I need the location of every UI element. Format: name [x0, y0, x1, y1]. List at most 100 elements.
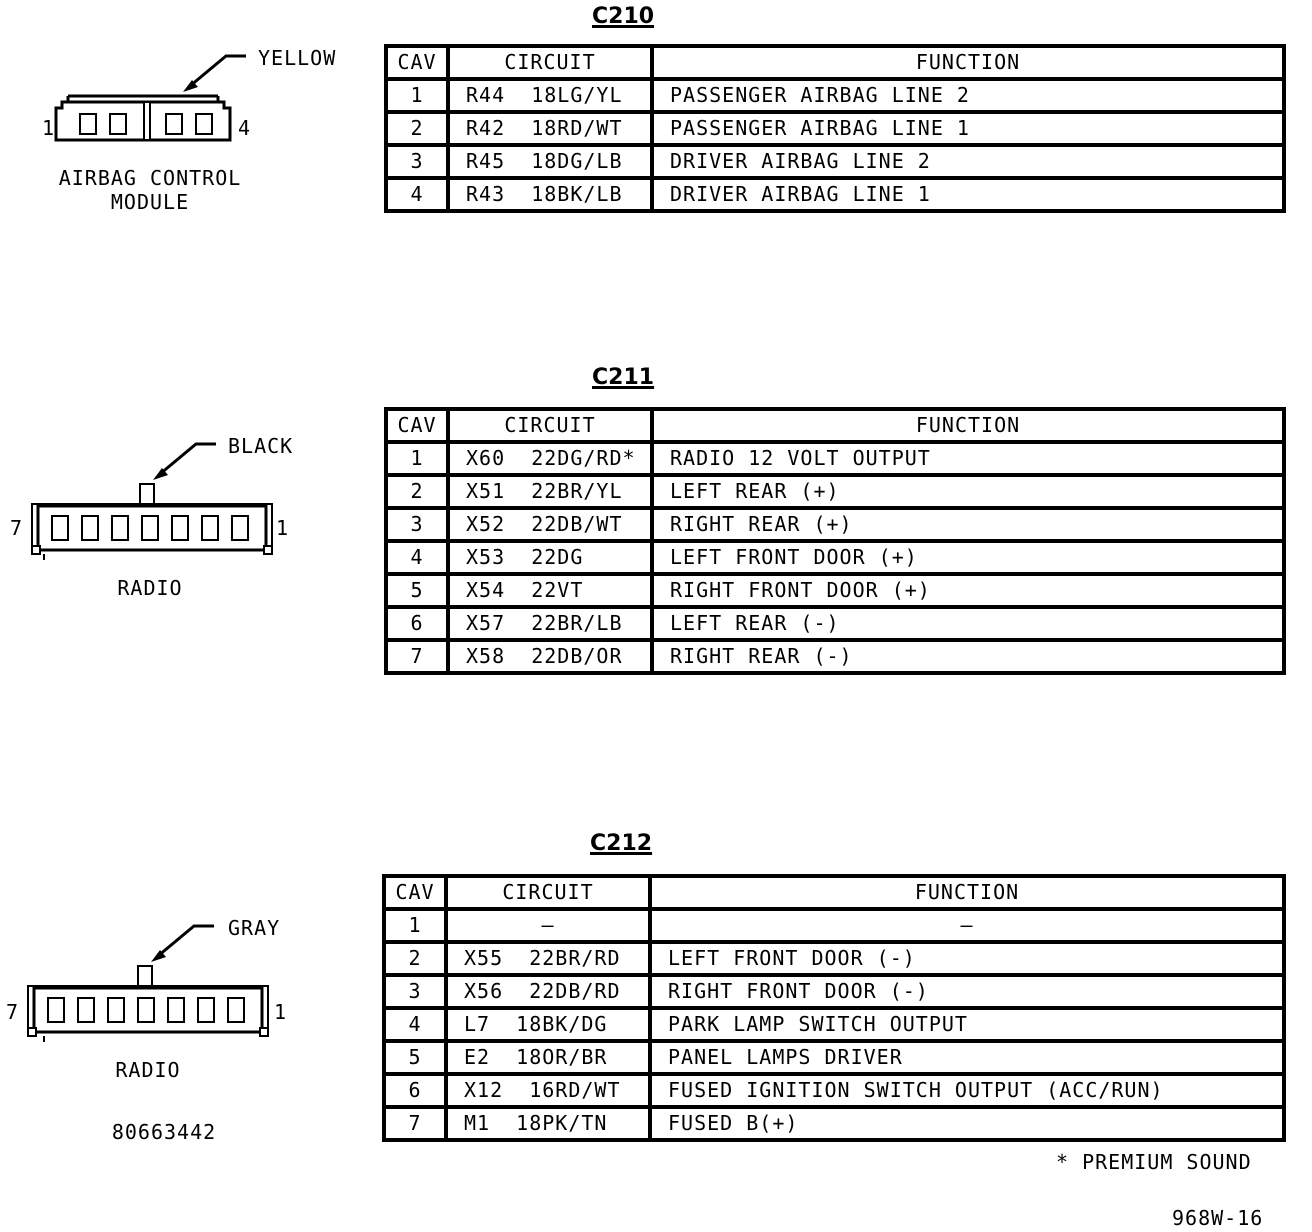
- component-label-c210-line1: AIRBAG CONTROL: [58, 166, 242, 190]
- function-cell: DRIVER AIRBAG LINE 1: [651, 177, 1285, 213]
- pin-number-right-c212: 1: [274, 1000, 288, 1024]
- table-row: 5 E2 18OR/BR PANEL LAMPS DRIVER: [383, 1040, 1285, 1076]
- function-cell: PASSENGER AIRBAG LINE 1: [651, 111, 1285, 147]
- header-cav: CAV: [385, 408, 450, 444]
- pin-number-right-c211: 1: [276, 516, 290, 540]
- cav-cell: 1: [383, 908, 448, 944]
- circuit-cell: R43 18BK/LB: [447, 177, 654, 213]
- connector-icon-c210: [54, 54, 246, 142]
- circuit-cell: X12 16RD/WT: [445, 1073, 652, 1109]
- table-header-row: CAV CIRCUIT FUNCTION: [383, 875, 1285, 911]
- cav-cell: 3: [385, 144, 450, 180]
- table-row: 2 X55 22BR/RD LEFT FRONT DOOR (-): [383, 941, 1285, 977]
- function-cell: PASSENGER AIRBAG LINE 2: [651, 78, 1285, 114]
- cav-cell: 5: [383, 1040, 448, 1076]
- cav-cell: 1: [385, 441, 450, 477]
- cav-cell: 4: [385, 177, 450, 213]
- component-label-c211: RADIO: [117, 576, 183, 600]
- pinout-table-c210: CAV CIRCUIT FUNCTION 1 R44 18LG/YL PASSE…: [384, 44, 1286, 213]
- cav-cell: 7: [385, 639, 450, 675]
- circuit-cell: X52 22DB/WT: [447, 507, 654, 543]
- function-cell: RIGHT REAR (-): [651, 639, 1285, 675]
- function-cell: DRIVER AIRBAG LINE 2: [651, 144, 1285, 180]
- part-number: 80663442: [111, 1120, 217, 1144]
- pinout-table-c212: CAV CIRCUIT FUNCTION 1 – – 2 X55 22BR/RD…: [382, 874, 1286, 1142]
- pin-number-left-c212: 7: [6, 1000, 20, 1024]
- table-row: 6 X57 22BR/LB LEFT REAR (-): [385, 606, 1285, 642]
- circuit-cell: –: [445, 908, 652, 944]
- table-row: 3 X52 22DB/WT RIGHT REAR (+): [385, 507, 1285, 543]
- cav-cell: 6: [385, 606, 450, 642]
- function-cell: FUSED B(+): [649, 1106, 1285, 1142]
- header-circuit: CIRCUIT: [447, 45, 654, 81]
- header-function: FUNCTION: [651, 45, 1285, 81]
- circuit-cell: X51 22BR/YL: [447, 474, 654, 510]
- function-cell: PARK LAMP SWITCH OUTPUT: [649, 1007, 1285, 1043]
- cav-cell: 2: [385, 111, 450, 147]
- connector-icon-c212: [27, 924, 269, 1042]
- function-cell: RIGHT REAR (+): [651, 507, 1285, 543]
- cav-cell: 7: [383, 1106, 448, 1142]
- table-row: 4 L7 18BK/DG PARK LAMP SWITCH OUTPUT: [383, 1007, 1285, 1043]
- table-row: 4 R43 18BK/LB DRIVER AIRBAG LINE 1: [385, 177, 1285, 213]
- table-row: 1 – –: [383, 908, 1285, 944]
- connector-icon-c211: [31, 442, 273, 560]
- circuit-cell: X57 22BR/LB: [447, 606, 654, 642]
- circuit-cell: X56 22DB/RD: [445, 974, 652, 1010]
- circuit-cell: X55 22BR/RD: [445, 941, 652, 977]
- cav-cell: 2: [385, 474, 450, 510]
- function-cell: RIGHT FRONT DOOR (-): [649, 974, 1285, 1010]
- table-row: 7 M1 18PK/TN FUSED B(+): [383, 1106, 1285, 1142]
- function-cell: PANEL LAMPS DRIVER: [649, 1040, 1285, 1076]
- table-header-row: CAV CIRCUIT FUNCTION: [385, 45, 1285, 81]
- pin-number-left-c210: 1: [42, 116, 56, 140]
- cav-cell: 2: [383, 941, 448, 977]
- circuit-cell: E2 18OR/BR: [445, 1040, 652, 1076]
- figure-id: 968W-16: [1172, 1206, 1264, 1230]
- cav-cell: 1: [385, 78, 450, 114]
- table-row: 3 X56 22DB/RD RIGHT FRONT DOOR (-): [383, 974, 1285, 1010]
- table-row: 6 X12 16RD/WT FUSED IGNITION SWITCH OUTP…: [383, 1073, 1285, 1109]
- table-row: 1 X60 22DG/RD* RADIO 12 VOLT OUTPUT: [385, 441, 1285, 477]
- pin-number-right-c210: 4: [238, 116, 252, 140]
- circuit-cell: X58 22DB/OR: [447, 639, 654, 675]
- circuit-cell: R45 18DG/LB: [447, 144, 654, 180]
- table-row: 1 R44 18LG/YL PASSENGER AIRBAG LINE 2: [385, 78, 1285, 114]
- circuit-cell: R44 18LG/YL: [447, 78, 654, 114]
- function-cell: LEFT FRONT DOOR (+): [651, 540, 1285, 576]
- table-header-row: CAV CIRCUIT FUNCTION: [385, 408, 1285, 444]
- circuit-cell: X60 22DG/RD*: [447, 441, 654, 477]
- circuit-cell: X53 22DG: [447, 540, 654, 576]
- circuit-cell: M1 18PK/TN: [445, 1106, 652, 1142]
- function-cell: RIGHT FRONT DOOR (+): [651, 573, 1285, 609]
- header-function: FUNCTION: [649, 875, 1285, 911]
- cav-cell: 3: [385, 507, 450, 543]
- function-cell: –: [649, 908, 1285, 944]
- header-circuit: CIRCUIT: [445, 875, 652, 911]
- circuit-cell: L7 18BK/DG: [445, 1007, 652, 1043]
- connector-title-c212: C212: [590, 831, 653, 856]
- function-cell: LEFT FRONT DOOR (-): [649, 941, 1285, 977]
- footnote: * PREMIUM SOUND: [1056, 1150, 1252, 1174]
- component-label-c210-line2: MODULE: [110, 190, 190, 214]
- pinout-table-c211: CAV CIRCUIT FUNCTION 1 X60 22DG/RD* RADI…: [384, 407, 1286, 675]
- function-cell: LEFT REAR (-): [651, 606, 1285, 642]
- circuit-cell: R42 18RD/WT: [447, 111, 654, 147]
- cav-cell: 5: [385, 573, 450, 609]
- table-row: 3 R45 18DG/LB DRIVER AIRBAG LINE 2: [385, 144, 1285, 180]
- table-row: 4 X53 22DG LEFT FRONT DOOR (+): [385, 540, 1285, 576]
- circuit-cell: X54 22VT: [447, 573, 654, 609]
- cav-cell: 6: [383, 1073, 448, 1109]
- cav-cell: 4: [383, 1007, 448, 1043]
- pin-number-left-c211: 7: [10, 516, 24, 540]
- color-label-c211: BLACK: [228, 434, 294, 458]
- table-row: 2 X51 22BR/YL LEFT REAR (+): [385, 474, 1285, 510]
- header-function: FUNCTION: [651, 408, 1285, 444]
- cav-cell: 3: [383, 974, 448, 1010]
- header-circuit: CIRCUIT: [447, 408, 654, 444]
- header-cav: CAV: [383, 875, 448, 911]
- table-row: 2 R42 18RD/WT PASSENGER AIRBAG LINE 1: [385, 111, 1285, 147]
- function-cell: FUSED IGNITION SWITCH OUTPUT (ACC/RUN): [649, 1073, 1285, 1109]
- component-label-c212: RADIO: [115, 1058, 181, 1082]
- color-label-c212: GRAY: [228, 916, 281, 940]
